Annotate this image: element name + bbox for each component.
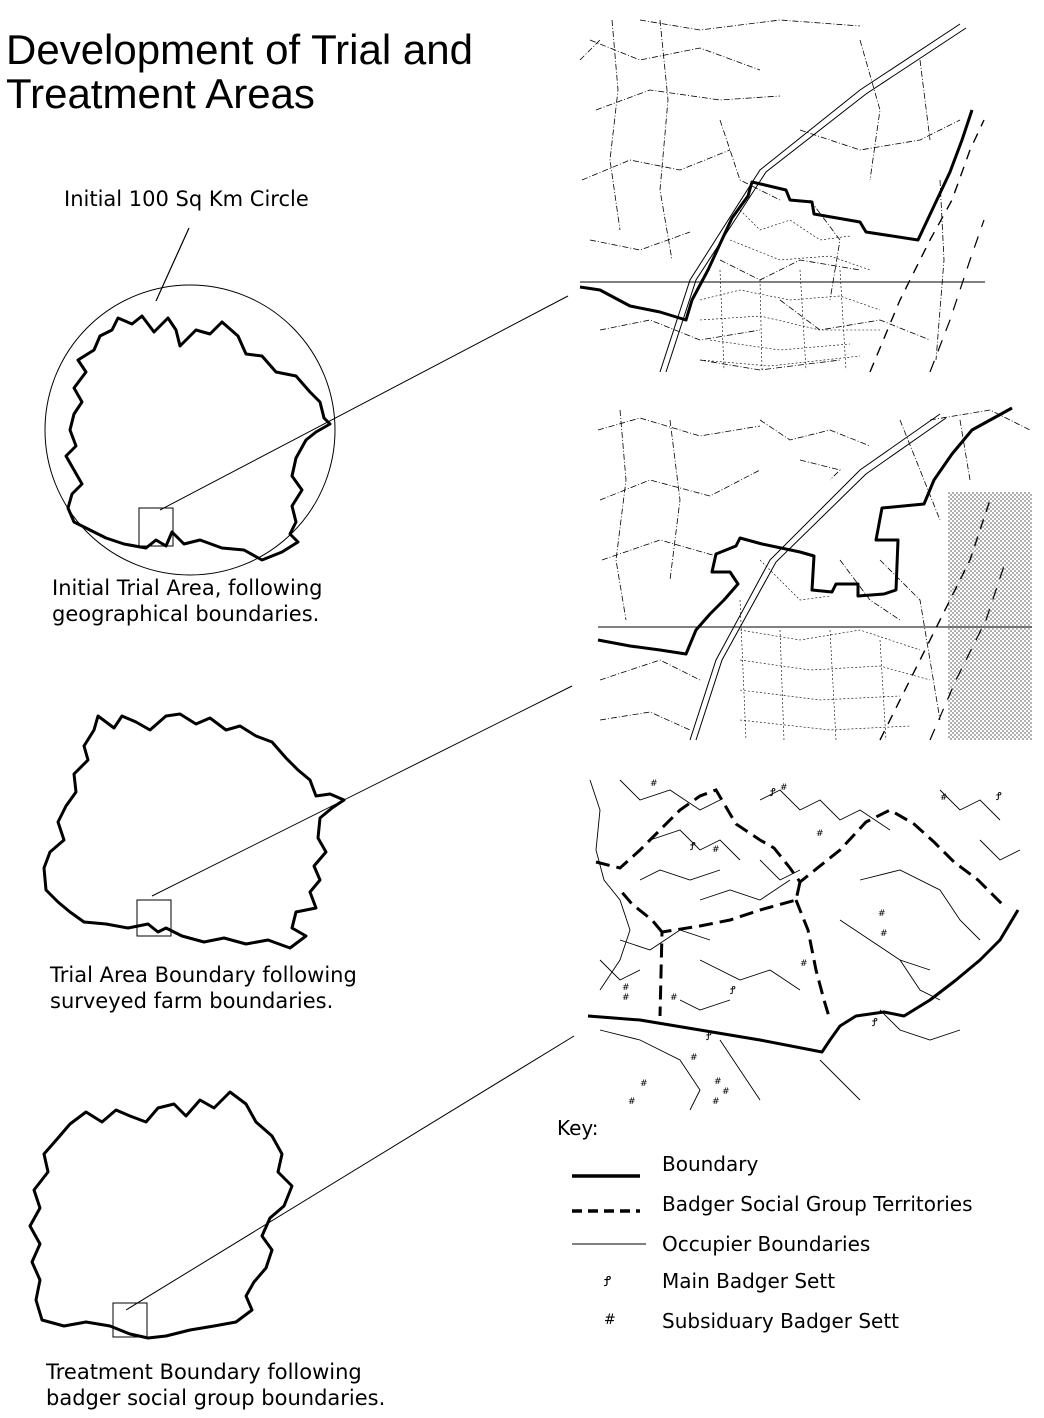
treatment-panel (28, 1035, 575, 1340)
initial-trial-caption: Initial Trial Area, following geographic… (52, 575, 322, 627)
key-symbol-main-sett: Ꝭ (604, 1274, 611, 1290)
map3-social-group-territories (595, 788, 1004, 1021)
subsidiary-sett-marker: # (780, 783, 788, 793)
subsidiary-sett-marker: # (622, 983, 630, 993)
subsidiary-sett-marker: # (722, 1087, 730, 1097)
map2-urban-area (739, 559, 931, 741)
subsidiary-sett-marker: # (800, 959, 808, 969)
trial-boundary-panel (42, 685, 573, 950)
map3-occupier-boundaries (589, 779, 1021, 1111)
inset-callout-line-3 (125, 1035, 575, 1311)
treatment-caption-line-2: badger social group boundaries. (46, 1386, 386, 1410)
key-label-boundary: Boundary (662, 1152, 759, 1176)
map2-railway (689, 413, 947, 741)
map2-stippled-shore (948, 500, 1032, 740)
main-sett-marker: Ꝭ (730, 984, 736, 997)
key-label-main-sett: Main Badger Sett (662, 1269, 836, 1293)
key-symbol-subsidiary-sett: # (604, 1312, 616, 1328)
trial-boundary-caption-line-2: surveyed farm boundaries. (50, 989, 334, 1013)
subsidiary-sett-marker: # (622, 993, 630, 1003)
inset-callout-line-1 (159, 295, 569, 511)
map2-coast-dashed-2 (929, 559, 1007, 741)
inset-box-1 (138, 507, 174, 547)
subsidiary-sett-marker: # (878, 909, 886, 919)
circle-callout-line (155, 227, 190, 302)
subsidiary-sett-marker: # (628, 1097, 636, 1107)
main-sett-marker: Ꝭ (690, 840, 696, 853)
key-label-subsidiary-sett: Subsiduary Badger Sett (662, 1309, 900, 1333)
inset-box-2 (136, 899, 172, 937)
subsidiary-sett-marker: # (650, 779, 658, 789)
map3-boundary (587, 909, 1020, 1054)
map2-boundary (597, 406, 1013, 656)
inset-callout-line-2 (151, 685, 573, 897)
initial-100-sqkm-circle (44, 284, 336, 576)
subsidiary-sett-marker: # (940, 793, 948, 803)
key-title: Key: (557, 1116, 599, 1140)
circle-caption: Initial 100 Sq Km Circle (64, 187, 309, 211)
subsidiary-sett-marker: # (816, 829, 824, 839)
key-symbols: Ꝭ # (572, 1174, 646, 1328)
map2-coast-dashed (879, 499, 991, 741)
map1-coast-dashed (869, 119, 985, 373)
detail-map-2 (597, 406, 1032, 741)
map3-subsidiary-setts: # # # # # # # # # # # # # # # # # (622, 779, 948, 1107)
key-label-social-group: Badger Social Group Territories (662, 1192, 973, 1216)
subsidiary-sett-marker: # (880, 929, 888, 939)
key-label-occupier: Occupier Boundaries (662, 1232, 871, 1256)
subsidiary-sett-marker: # (712, 845, 720, 855)
title-line-1: Development of Trial and (6, 26, 473, 73)
map1-coast-dashed-2 (929, 219, 985, 373)
map1-boundary (579, 109, 974, 322)
subsidiary-sett-marker: # (670, 993, 678, 1003)
map3-main-setts: Ꝭ Ꝭ Ꝭ Ꝭ Ꝭ Ꝭ (690, 786, 1002, 1043)
detail-map-1 (579, 19, 985, 373)
initial-trial-caption-line-1: Initial Trial Area, following (52, 576, 323, 600)
trial-boundary-caption: Trial Area Boundary following surveyed f… (50, 962, 357, 1014)
subsidiary-sett-marker: # (690, 1053, 698, 1063)
title-line-2: Treatment Areas (6, 70, 315, 117)
trial-boundary-caption-line-1: Trial Area Boundary following (50, 963, 357, 987)
treatment-caption-line-1: Treatment Boundary following (46, 1360, 362, 1384)
trial-area-boundary-outline (42, 712, 346, 950)
subsidiary-sett-marker: # (714, 1077, 722, 1087)
main-sett-marker: Ꝭ (872, 1016, 878, 1029)
main-sett-marker: Ꝭ (996, 790, 1002, 803)
subsidiary-sett-marker: # (712, 1097, 720, 1107)
main-sett-marker: Ꝭ (770, 786, 776, 799)
initial-trial-area-outline (64, 314, 332, 562)
map1-field-lines (579, 19, 961, 371)
map1-urban-area (699, 209, 881, 371)
initial-trial-panel (44, 227, 569, 576)
detail-map-3: Ꝭ Ꝭ Ꝭ Ꝭ Ꝭ Ꝭ # # # # # # # # # # # # # # … (587, 779, 1021, 1111)
page-title: Development of Trial and Treatment Areas (6, 28, 473, 116)
subsidiary-sett-marker: # (640, 1079, 648, 1089)
treatment-boundary-outline (28, 1090, 294, 1340)
map2-field-lines (597, 409, 1031, 731)
treatment-caption: Treatment Boundary following badger soci… (46, 1359, 385, 1411)
inset-box-3 (112, 1302, 148, 1338)
main-sett-marker: Ꝭ (706, 1030, 712, 1043)
initial-trial-caption-line-2: geographical boundaries. (52, 602, 320, 626)
map1-railway (659, 23, 967, 373)
